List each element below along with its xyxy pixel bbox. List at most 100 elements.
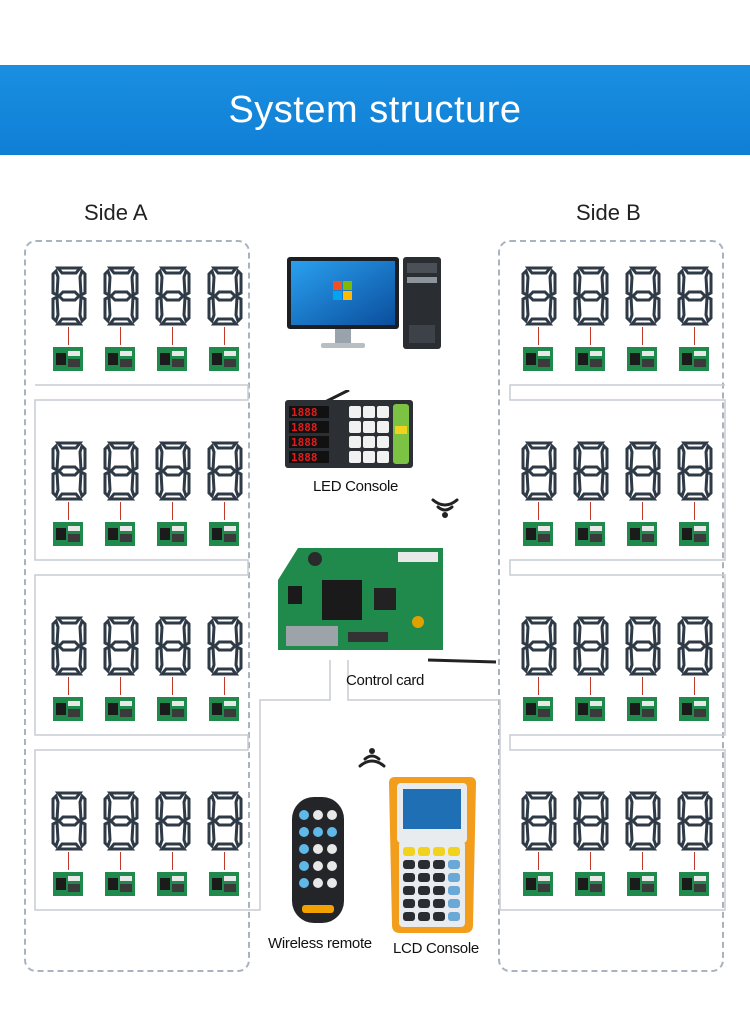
remote-key: [327, 878, 337, 888]
seven-segment-digit: [50, 265, 88, 327]
connector-wire: [538, 677, 539, 695]
seven-segment-digit: [50, 790, 88, 852]
lcd-key: [448, 886, 460, 895]
connector-wire: [172, 327, 173, 345]
connector-wire: [590, 852, 591, 870]
seven-segment-digit: [676, 790, 714, 852]
driver-board: [209, 520, 239, 546]
connector-wire: [224, 852, 225, 870]
remote-key: [313, 861, 323, 871]
seven-segment-digit: [520, 440, 558, 502]
lcd-key: [448, 860, 460, 869]
connector-wire: [642, 852, 643, 870]
remote-icon: [292, 797, 344, 923]
remote-key: [313, 878, 323, 888]
driver-board: [575, 345, 605, 371]
connector-wire: [172, 502, 173, 520]
driver-board: [523, 520, 553, 546]
seven-segment-digit: [572, 265, 610, 327]
driver-board: [627, 870, 657, 896]
connector-wire: [694, 327, 695, 345]
lcd-key: [418, 873, 430, 882]
display-row-a-4: [50, 790, 250, 900]
lcd-key: [433, 899, 445, 908]
seven-segment-digit: [154, 615, 192, 677]
seven-segment-digit: [154, 440, 192, 502]
wireless-remote: [288, 795, 348, 930]
lcd-key: [448, 912, 460, 921]
console-key: [363, 406, 375, 418]
console-key: [377, 451, 389, 463]
remote-key: [299, 878, 309, 888]
driver-board: [209, 870, 239, 896]
connector-wire: [120, 327, 121, 345]
connector-wire: [172, 852, 173, 870]
seven-segment-digit: [676, 440, 714, 502]
computer-icon: [287, 257, 441, 349]
led-readout: 1888: [291, 421, 318, 434]
remote-key: [313, 844, 323, 854]
display-row-b-1: [520, 265, 720, 375]
title-banner: System structure: [0, 65, 750, 155]
connector-wire: [224, 502, 225, 520]
driver-board: [157, 345, 187, 371]
connector-wire: [538, 852, 539, 870]
display-row-b-2: [520, 440, 720, 550]
remote-key: [299, 861, 309, 871]
driver-board: [53, 520, 83, 546]
led-readout: 1888: [291, 406, 318, 419]
side-a-label: Side A: [84, 200, 148, 225]
driver-board: [105, 870, 135, 896]
driver-board: [575, 695, 605, 721]
seven-segment-digit: [206, 615, 244, 677]
wireless-signal-icon: [425, 488, 465, 533]
remote-key: [299, 827, 309, 837]
seven-segment-digit: [520, 790, 558, 852]
connector-wire: [172, 677, 173, 695]
driver-board: [53, 870, 83, 896]
control-card: Control card: [278, 540, 498, 689]
remote-key: [327, 827, 337, 837]
connector-wire: [68, 327, 69, 345]
control-card-icon: [278, 548, 497, 664]
seven-segment-digit: [676, 265, 714, 327]
remote-key: [327, 810, 337, 820]
seven-segment-digit: [206, 265, 244, 327]
console-key: [363, 421, 375, 433]
driver-board: [157, 870, 187, 896]
lcd-key: [448, 899, 460, 908]
seven-segment-digit: [624, 440, 662, 502]
seven-segment-digit: [50, 440, 88, 502]
console-key: [349, 421, 361, 433]
lcd-key: [403, 860, 415, 869]
seven-segment-digit: [520, 265, 558, 327]
lcd-key: [418, 899, 430, 908]
display-row-b-3: [520, 615, 720, 725]
connector-wire: [538, 327, 539, 345]
lcd-key: [418, 886, 430, 895]
seven-segment-digit: [676, 615, 714, 677]
display-row-a-3: [50, 615, 250, 725]
page-title: System structure: [228, 88, 522, 131]
remote-key: [327, 861, 337, 871]
driver-board: [575, 520, 605, 546]
driver-board: [679, 870, 709, 896]
lcd-key: [433, 847, 445, 856]
console-key: [377, 406, 389, 418]
console-key: [363, 436, 375, 448]
lcd-key: [448, 847, 460, 856]
seven-segment-digit: [624, 615, 662, 677]
connector-wire: [68, 852, 69, 870]
seven-segment-digit: [572, 790, 610, 852]
lcd-key: [418, 912, 430, 921]
seven-segment-digit: [50, 615, 88, 677]
lcd-key: [403, 886, 415, 895]
lcd-key: [433, 886, 445, 895]
connector-wire: [642, 502, 643, 520]
console-key: [349, 406, 361, 418]
connector-wire: [694, 677, 695, 695]
connector-wire: [68, 502, 69, 520]
driver-board: [627, 345, 657, 371]
seven-segment-digit: [102, 615, 140, 677]
